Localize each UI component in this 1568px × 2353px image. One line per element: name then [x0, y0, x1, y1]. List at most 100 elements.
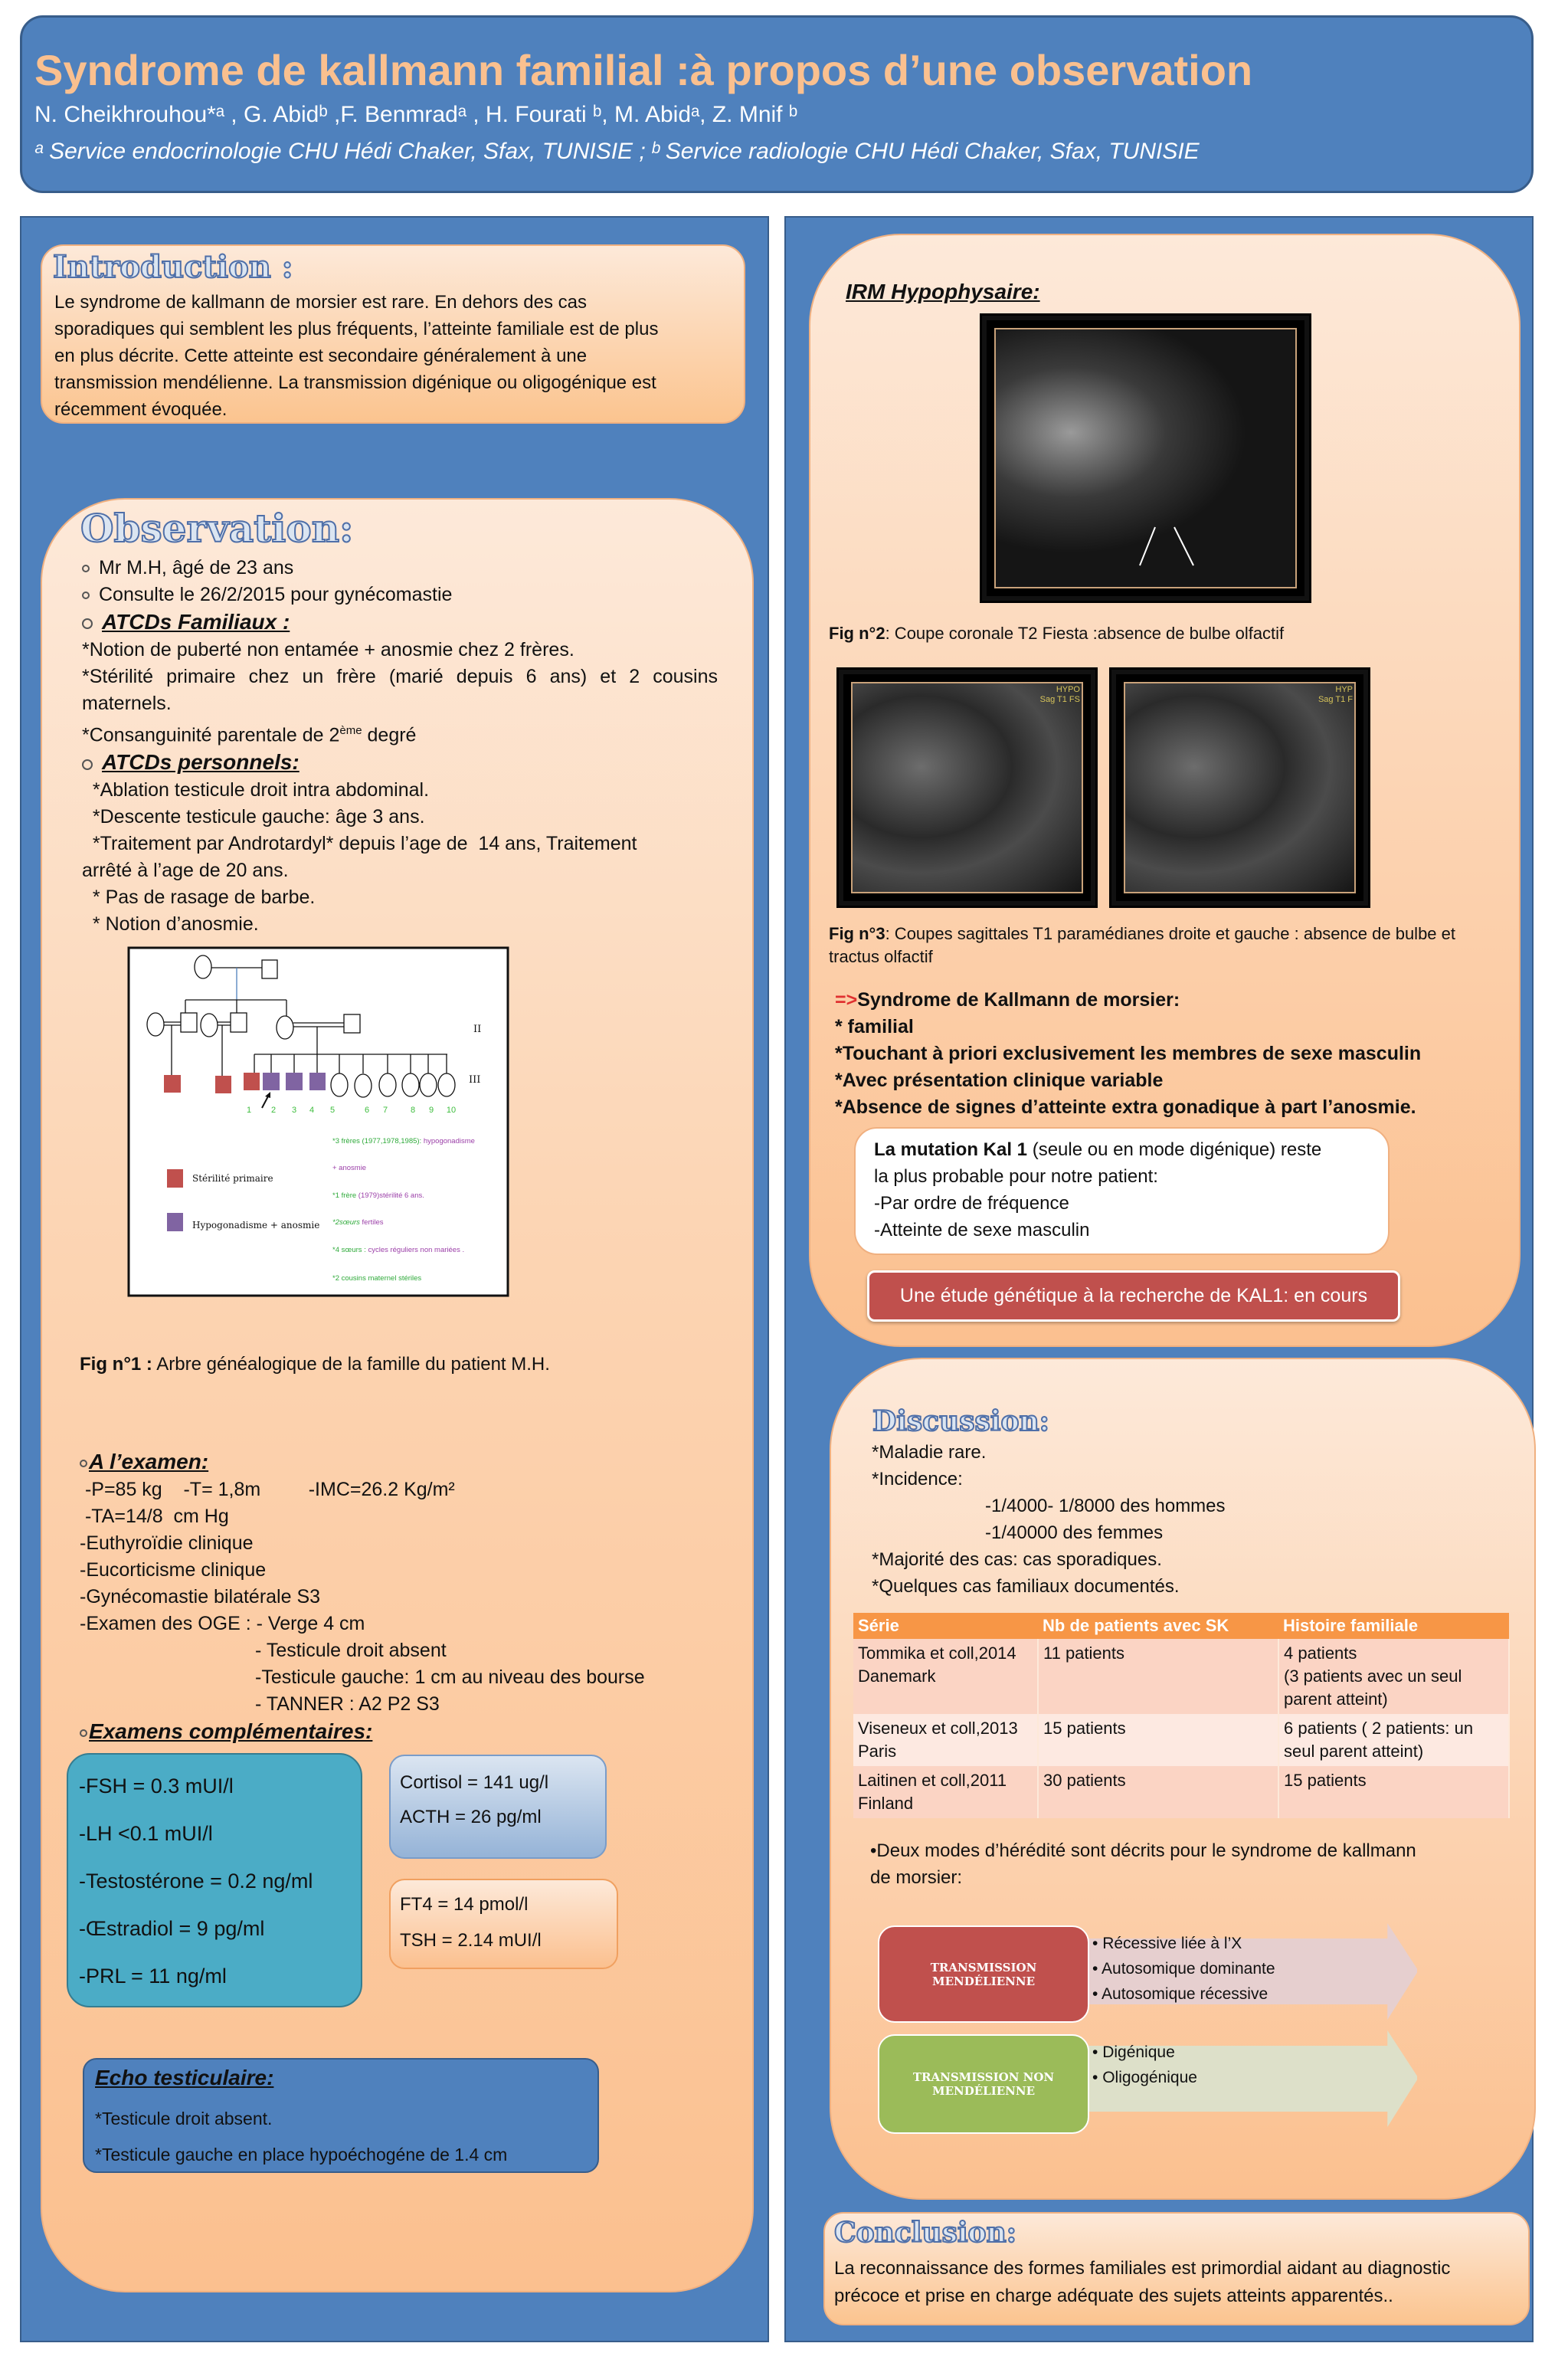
text-line: * Pas de rasage de barbe.	[82, 886, 316, 909]
text-line: transmission mendélienne. La transmissio…	[54, 372, 656, 393]
mother-symbol	[276, 1015, 294, 1040]
sibling-number: 5	[330, 1106, 335, 1115]
text-line: -Par ordre de fréquence	[874, 1193, 1069, 1214]
legend-sterility-swatch	[167, 1169, 183, 1188]
discussion-heading: Discussion:	[872, 1404, 1050, 1438]
personal-heading: ATCDs personnels:	[102, 750, 300, 775]
father-symbol	[343, 1014, 361, 1034]
pedigree-chart: II III 1 2 3 4 5 6 7 8 9 10 Stérilité pr…	[127, 946, 509, 1297]
text-line: -1/4000- 1/8000 des hommes	[985, 1496, 1226, 1516]
text-line: -Eucorticisme clinique	[80, 1559, 267, 1581]
text-line: -Euthyroïdie clinique	[80, 1532, 254, 1554]
sibling-number: 9	[429, 1106, 434, 1115]
superscript: ème	[339, 724, 362, 737]
brother-affected-symbol	[286, 1073, 303, 1090]
brother-affected-symbol	[309, 1073, 326, 1090]
legend-label: Hypogonadisme + anosmie	[192, 1220, 319, 1231]
text-line: *Avec présentation clinique variable	[835, 1070, 1164, 1091]
generation-label: II	[473, 1024, 481, 1035]
sister-symbol	[401, 1073, 420, 1097]
grandfather-symbol	[261, 959, 278, 979]
irm-heading: IRM Hypophysaire:	[846, 280, 1040, 303]
uncle-symbol	[180, 1012, 198, 1033]
lab-value: FT4 = 14 pmol/l	[400, 1894, 529, 1915]
text-line: * Notion d’anosmie.	[82, 913, 259, 936]
mendelian-modes-list: • Récessive liée à l’X • Autosomique dom…	[1092, 1935, 1275, 2003]
authors: N. Cheikhrouhou*ᵃ , G. Abidᵇ ,F. Benmrad…	[34, 102, 798, 127]
text-line: maternels.	[82, 693, 172, 714]
text-line: - TANNER : A2 P2 S3	[255, 1693, 440, 1715]
text-line: en plus décrite. Cette atteinte est seco…	[54, 346, 588, 366]
proband-arrow-icon	[261, 1092, 270, 1109]
lab-value: -Testostérone = 0.2 ng/ml	[79, 1870, 313, 1893]
thyroid-results-box: FT4 = 14 pmol/l TSH = 2.14 mUI/l	[389, 1879, 618, 1969]
lab-value: Cortisol = 141 ug/l	[400, 1772, 549, 1793]
observation-text: Mr M.H, âgé de 23 ans Consulte le 26/2/2…	[82, 555, 718, 938]
grandmother-symbol	[194, 955, 212, 979]
sister-symbol	[330, 1073, 349, 1097]
lab-value: -Œstradiol = 9 pg/ml	[79, 1917, 265, 1940]
lab-value: -PRL = 11 ng/ml	[79, 1965, 227, 1988]
lab-value: TSH = 2.14 mUI/l	[400, 1930, 542, 1951]
text-line: sporadiques qui semblent les plus fréque…	[54, 319, 659, 339]
text-line: *Maladie rare.	[872, 1442, 987, 1463]
conclusion-heading: Conclusion:	[833, 2216, 1017, 2250]
introduction-section: Introduction : Le syndrome de kallmann d…	[41, 244, 745, 424]
generation-label: III	[469, 1074, 480, 1086]
sibling-number: 7	[383, 1106, 388, 1115]
text-line: arrêté à l’age de 20 ans.	[82, 860, 289, 882]
text-line: *Consanguinité parentale de 2	[82, 724, 340, 746]
irm-conclusion: =>Syndrome de Kallmann de morsier: * fam…	[835, 987, 1421, 1121]
text-line: * familial	[835, 1016, 914, 1037]
exam-section: A l’examen: -P=85 kg -T= 1,8m -IMC=26.2 …	[80, 1448, 754, 1746]
sister-symbol	[419, 1073, 437, 1097]
pedigree-note: *2sœurs fertiles	[332, 1218, 384, 1227]
sister-symbol	[378, 1073, 397, 1097]
text-line: *Descente testicule gauche: âge 3 ans.	[82, 806, 425, 828]
text-line: -Examen des OGE : - Verge 4 cm	[80, 1613, 365, 1634]
text-line: *Testicule gauche en place hypoéchogéne …	[95, 2145, 508, 2165]
brother-sterile-symbol	[244, 1073, 260, 1090]
aunt-in-law-symbol	[146, 1012, 165, 1037]
cousin-sterile-symbol	[215, 1076, 231, 1093]
proband-symbol	[263, 1073, 280, 1090]
conclusion-section: Conclusion: La reconnaissance des formes…	[823, 2212, 1530, 2325]
observation-section: Observation: Mr M.H, âgé de 23 ans Consu…	[41, 498, 754, 2292]
mri-arrows-icon	[1139, 526, 1194, 566]
echo-heading: Echo testiculaire:	[95, 2066, 274, 2089]
lab-value: -FSH = 0.3 mUI/l	[79, 1775, 234, 1798]
text-line: récemment évoquée.	[54, 399, 228, 420]
text-line: -TA=14/8 cm Hg	[80, 1506, 229, 1527]
introduction-heading: Introduction :	[52, 248, 294, 286]
sagittal-mri-right: HYPO Sag T1 FS	[839, 670, 1095, 906]
sister-symbol	[437, 1073, 456, 1097]
pedigree-note: *1 frère (1979)stérilité 6 ans.	[332, 1191, 424, 1200]
sibling-number: 10	[447, 1106, 456, 1115]
aunt-in-law-symbol	[200, 1013, 218, 1037]
text-line: -P=85 kg -T= 1,8m -IMC=26.2 Kg/m²	[80, 1479, 455, 1500]
pedigree-frame	[127, 946, 509, 1297]
uncle-symbol	[230, 1012, 247, 1033]
pedigree-note: *2 cousins maternel stériles	[332, 1274, 421, 1283]
arrow-shape	[1080, 2030, 1417, 2127]
fig2-caption: Fig n°2: Coupe coronale T2 Fiesta :absen…	[829, 624, 1285, 643]
sibling-number: 1	[247, 1106, 251, 1115]
arrow-shape	[1080, 1923, 1417, 2020]
adrenal-results-box: Cortisol = 141 ug/l ACTH = 26 pg/ml	[389, 1755, 607, 1859]
discussion-text: *Maladie rare. *Incidence: -1/4000- 1/80…	[872, 1439, 1226, 1600]
text-line: *Stérilité primaire chez un frère (marié…	[82, 666, 718, 687]
text-line: *Incidence:	[872, 1469, 963, 1489]
sister-symbol	[354, 1073, 372, 1098]
sagittal-mri-left: HYP Sag T1 F	[1111, 670, 1368, 906]
pedigree-note: + anosmie	[332, 1164, 366, 1172]
text-line: Le syndrome de kallmann de morsier est r…	[54, 292, 588, 313]
sibling-number: 3	[292, 1106, 296, 1115]
text-line: degré	[362, 724, 417, 746]
genetic-study-banner: Une étude génétique à la recherche de KA…	[867, 1270, 1400, 1322]
mutation-box: La mutation Kal 1 (seule ou en mode digé…	[854, 1127, 1390, 1255]
text-line: -Testicule gauche: 1 cm au niveau des bo…	[255, 1666, 645, 1688]
